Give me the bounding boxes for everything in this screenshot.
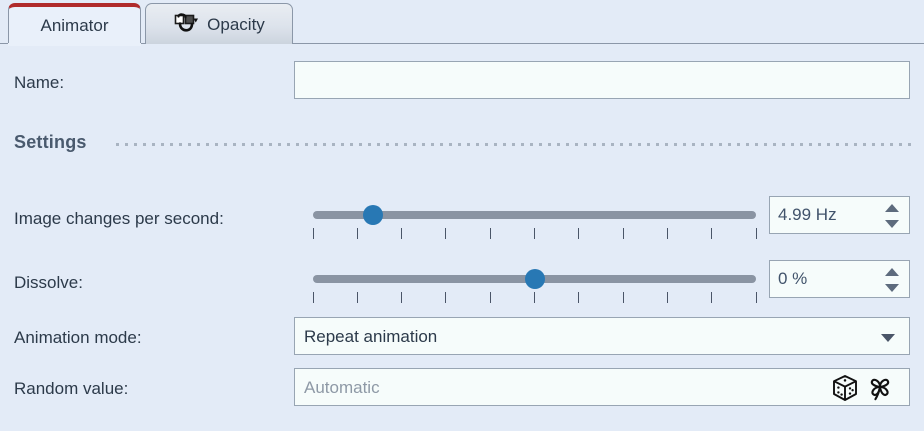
slider-tick bbox=[534, 228, 535, 239]
slider-tick bbox=[622, 228, 624, 239]
spinner-up-icon[interactable] bbox=[885, 268, 899, 276]
dissolve-label: Dissolve: bbox=[14, 273, 83, 292]
slider-track[interactable] bbox=[313, 211, 756, 219]
slider-tick bbox=[312, 228, 314, 239]
spinner-down-icon[interactable] bbox=[885, 220, 899, 228]
opacity-icon bbox=[174, 13, 199, 32]
random-value-label: Random value: bbox=[14, 379, 129, 398]
animator-settings-form: Name: Settings Image changes per second:… bbox=[0, 45, 924, 431]
dissolve-slider[interactable] bbox=[312, 267, 757, 309]
name-row: Name: bbox=[0, 61, 924, 101]
slider-tick bbox=[489, 292, 491, 303]
slider-tick bbox=[755, 228, 757, 239]
slider-tick bbox=[534, 292, 535, 303]
dissolve-row: Dissolve: 0 % bbox=[0, 257, 924, 309]
settings-title: Settings bbox=[14, 132, 87, 152]
animation-mode-value: Repeat animation bbox=[304, 327, 438, 346]
slider-tick bbox=[578, 228, 580, 239]
animation-mode-row: Animation mode: Repeat animation bbox=[0, 317, 924, 357]
slider-tick bbox=[622, 292, 624, 303]
slider-tick bbox=[578, 292, 580, 303]
slider-ticks bbox=[312, 292, 757, 303]
slider-tick bbox=[356, 292, 358, 303]
tab-bar-baseline bbox=[0, 43, 924, 44]
image-changes-per-second-slider[interactable] bbox=[312, 203, 757, 245]
slider-tick bbox=[666, 292, 668, 303]
slider-tick bbox=[401, 228, 403, 239]
tab-opacity[interactable]: Opacity bbox=[145, 3, 293, 44]
random-value-placeholder: Automatic bbox=[304, 378, 380, 397]
random-value-actions bbox=[830, 373, 895, 403]
slider-tick bbox=[711, 228, 713, 239]
tab-animator[interactable]: Animator bbox=[8, 3, 141, 46]
tab-animator-label: Animator bbox=[40, 16, 109, 35]
spinner-down-icon[interactable] bbox=[885, 284, 899, 292]
slider-tick bbox=[755, 292, 757, 303]
slider-ticks bbox=[312, 228, 757, 239]
slider-handle[interactable] bbox=[524, 269, 545, 289]
tab-underlay bbox=[8, 43, 141, 46]
image-changes-per-second-spinbox[interactable]: 4.99 Hz bbox=[769, 196, 910, 234]
dissolve-spinbox[interactable]: 0 % bbox=[769, 260, 910, 298]
slider-handle[interactable] bbox=[362, 205, 383, 225]
clover-icon[interactable] bbox=[865, 373, 895, 403]
slider-tick bbox=[312, 292, 314, 303]
slider-tick bbox=[445, 228, 447, 239]
dice-icon[interactable] bbox=[830, 373, 860, 403]
slider-tick bbox=[356, 228, 358, 239]
animation-mode-label: Animation mode: bbox=[14, 328, 142, 347]
spinner-up-icon[interactable] bbox=[885, 204, 899, 212]
spinbox-buttons[interactable] bbox=[883, 265, 901, 295]
slider-tick bbox=[711, 292, 713, 303]
chevron-down-icon[interactable] bbox=[881, 334, 895, 342]
animation-mode-dropdown[interactable]: Repeat animation bbox=[294, 317, 910, 355]
spinbox-value: 4.99 Hz bbox=[778, 205, 837, 224]
spinbox-value: 0 % bbox=[778, 269, 808, 288]
slider-tick bbox=[401, 292, 403, 303]
name-input[interactable] bbox=[294, 61, 910, 99]
slider-tick bbox=[489, 228, 491, 239]
random-value-row: Random value: Automatic bbox=[0, 368, 924, 408]
slider-tick bbox=[666, 228, 668, 239]
spinbox-buttons[interactable] bbox=[883, 201, 901, 231]
tab-opacity-label: Opacity bbox=[207, 14, 265, 34]
random-value-field[interactable]: Automatic bbox=[294, 368, 910, 406]
settings-section-header: Settings bbox=[0, 131, 924, 157]
tab-bar: Animator Opacity bbox=[0, 0, 924, 46]
settings-dotted-rule bbox=[116, 143, 914, 146]
image-changes-per-second-row: Image changes per second: 4.99 Hz bbox=[0, 193, 924, 245]
name-label: Name: bbox=[14, 73, 65, 92]
image-changes-per-second-label: Image changes per second: bbox=[14, 209, 224, 228]
slider-tick bbox=[445, 292, 447, 303]
